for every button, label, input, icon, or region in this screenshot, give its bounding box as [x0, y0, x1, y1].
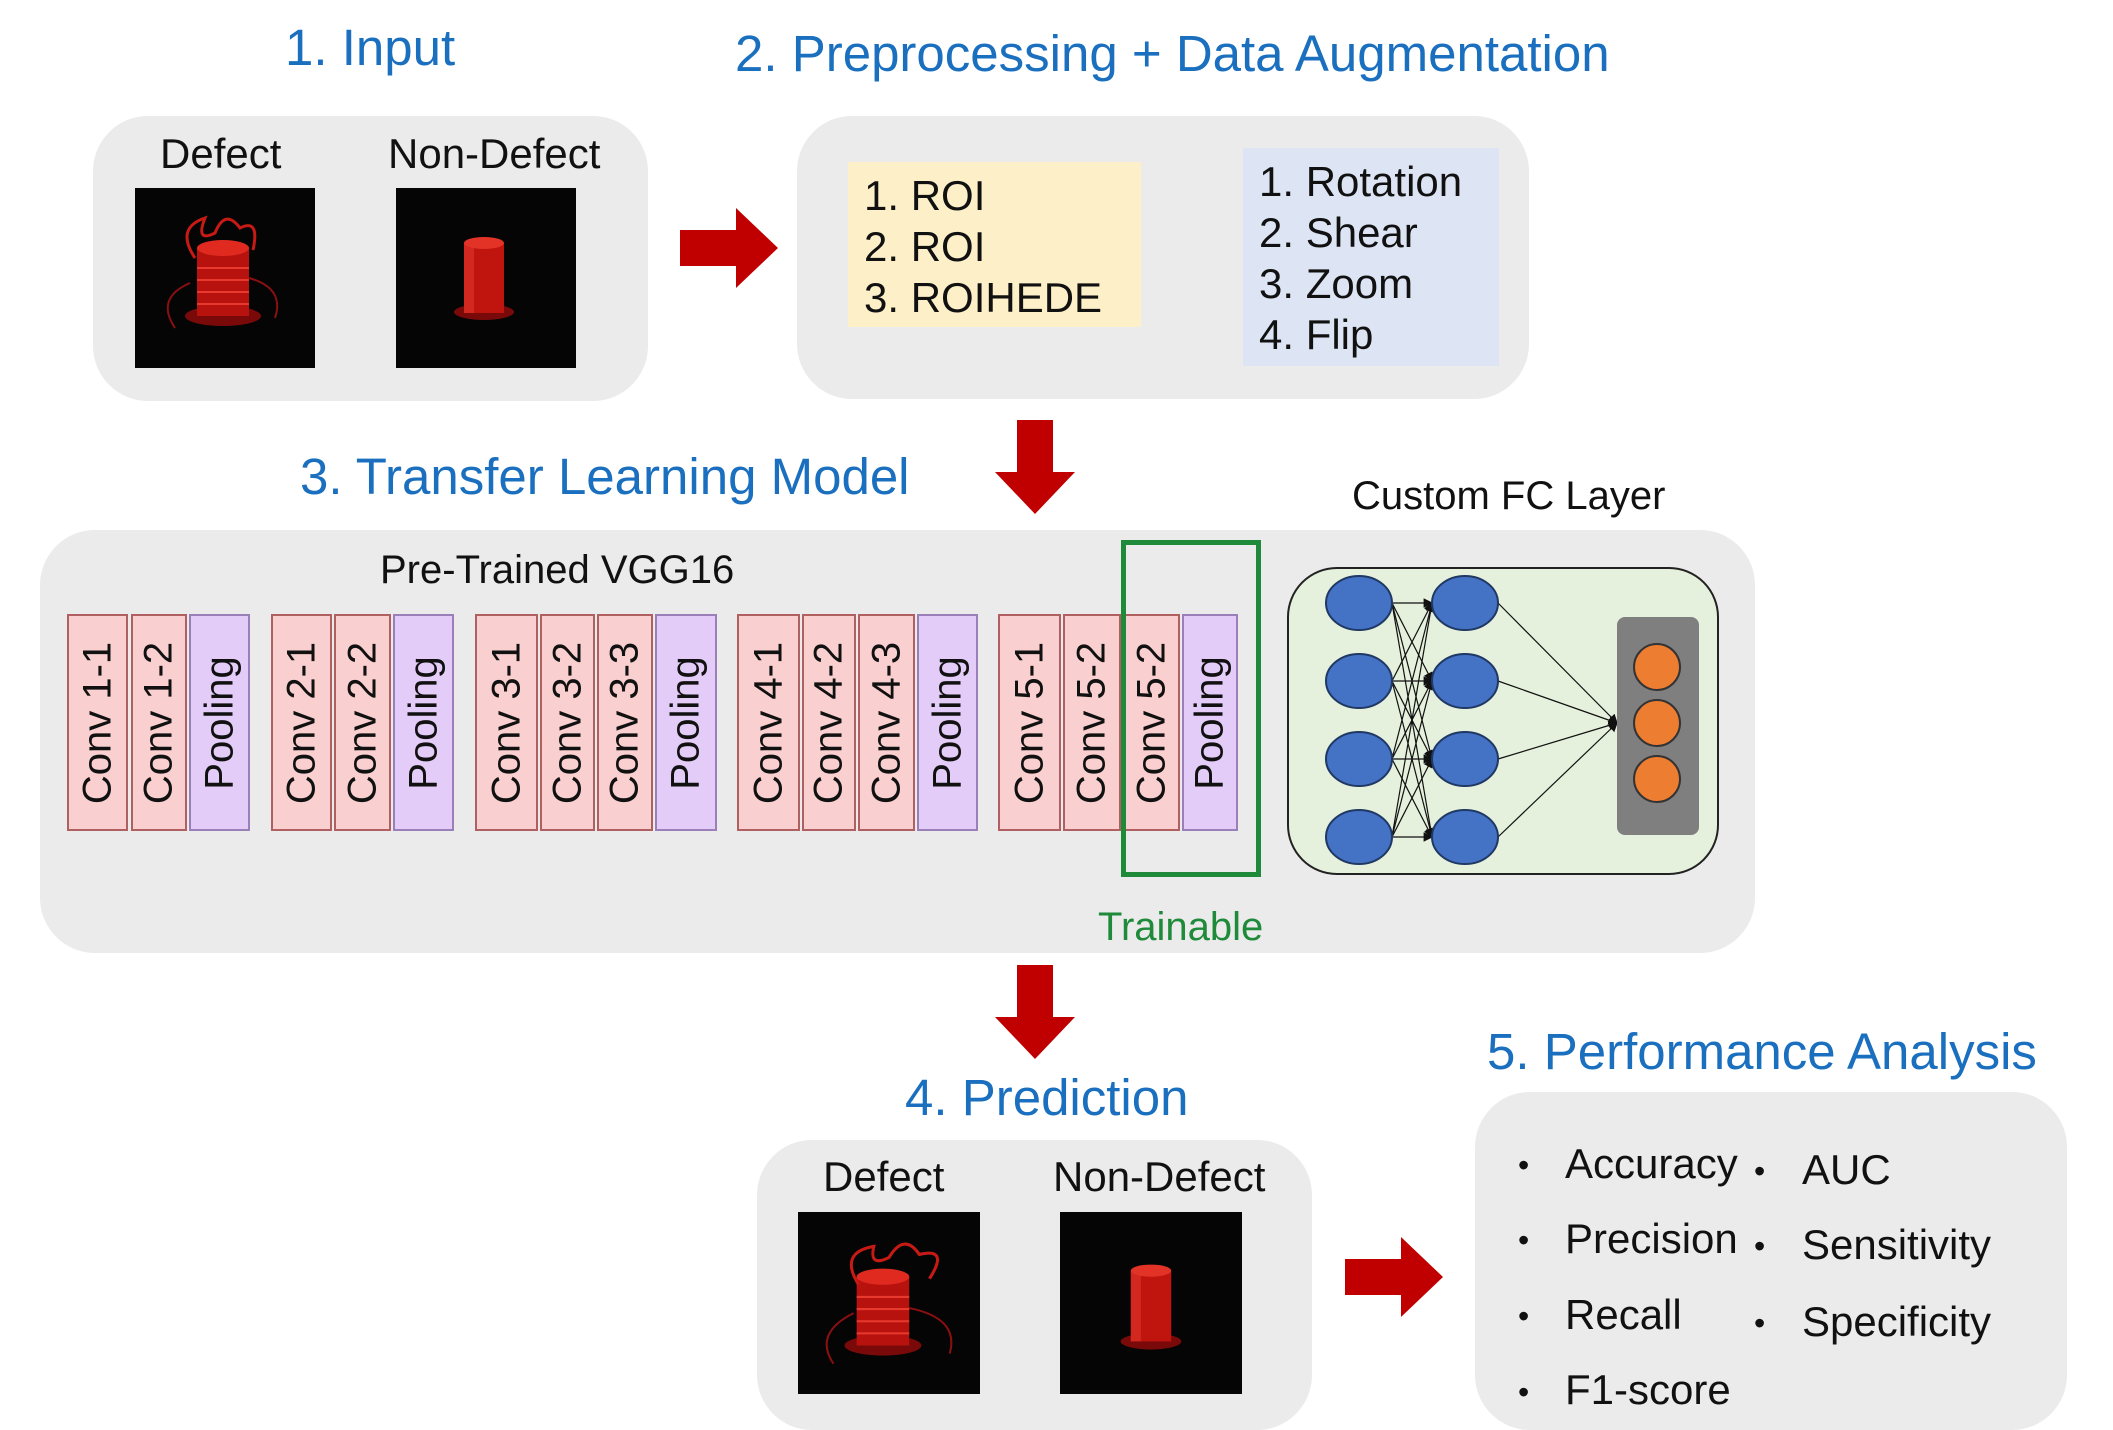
- hidden-node: [1431, 809, 1499, 865]
- conv-layer: Conv 3-2: [540, 614, 595, 831]
- arrow-down-icon: [995, 420, 1075, 514]
- conv-layer: Conv 1-2: [131, 614, 187, 831]
- prediction-title: 4. Prediction: [905, 1069, 1189, 1126]
- vgg-label: Pre-Trained VGG16: [380, 548, 735, 592]
- roi-item: 2. ROI: [864, 223, 986, 270]
- output-node: [1633, 643, 1681, 691]
- bullet-icon: •: [1518, 1374, 1530, 1410]
- prediction-defect-label: Defect: [823, 1153, 945, 1200]
- layer-label: Pooling: [401, 655, 445, 790]
- bullet-icon: •: [1518, 1222, 1530, 1258]
- hidden-node: [1325, 575, 1393, 631]
- metric-sensitivity: Sensitivity: [1802, 1221, 1992, 1268]
- performance-title: 5. Performance Analysis: [1487, 1023, 2037, 1080]
- layer-label: Conv 5-2: [1069, 641, 1114, 804]
- output-node: [1633, 699, 1681, 747]
- conv-layer: Conv 3-1: [475, 614, 538, 831]
- defect-part-illustration: [135, 188, 315, 368]
- metric-f1-score: F1-score: [1565, 1366, 1731, 1413]
- hidden-node: [1431, 575, 1499, 631]
- bullet-icon: •: [1518, 1147, 1530, 1183]
- pooling-layer: Pooling: [393, 614, 454, 831]
- defect-part-illustration: [798, 1212, 980, 1394]
- pooling-layer: Pooling: [189, 614, 250, 831]
- augmentation-item: 1. Rotation: [1259, 158, 1463, 205]
- hidden-node: [1325, 653, 1393, 709]
- layer-label: Conv 4-3: [864, 641, 908, 804]
- bullet-icon: •: [1754, 1228, 1766, 1264]
- layer-label: Conv 3-2: [545, 641, 589, 804]
- prediction-non-defect-image: [1060, 1212, 1242, 1394]
- conv-layer: Conv 5-1: [998, 614, 1061, 831]
- input-non-defect-image: [396, 188, 576, 368]
- hidden-node: [1325, 809, 1393, 865]
- arrow-right-icon: [680, 208, 778, 288]
- bullet-icon: •: [1754, 1153, 1766, 1189]
- layer-label: Conv 2-1: [279, 641, 323, 804]
- layer-label: Conv 5-1: [1007, 641, 1051, 804]
- conv-layer: Conv 2-1: [271, 614, 332, 831]
- trainable-region: [1121, 540, 1261, 877]
- conv-layer: Conv 5-2: [1063, 614, 1121, 831]
- metric-recall: Recall: [1565, 1291, 1682, 1338]
- arrow-right-icon: [1345, 1237, 1443, 1317]
- roi-box: 1. ROI 2. ROI 3. ROIHEDE: [848, 162, 1141, 327]
- bullet-icon: •: [1518, 1298, 1530, 1334]
- augmentation-item: 2. Shear: [1259, 209, 1418, 256]
- layer-label: Conv 3-3: [602, 641, 647, 804]
- augmentation-box: 1. Rotation 2. Shear 3. Zoom 4. Flip: [1243, 148, 1499, 366]
- input-title: 1. Input: [285, 19, 456, 76]
- preprocessing-title: 2. Preprocessing + Data Augmentation: [735, 25, 1610, 82]
- fc-network-diagram: [1325, 575, 1699, 865]
- model-title: 3. Transfer Learning Model: [300, 448, 910, 505]
- metric-accuracy: Accuracy: [1565, 1140, 1738, 1187]
- input-defect-image: [135, 188, 315, 368]
- arrow-down-icon: [995, 965, 1075, 1059]
- layer-label: Conv 1-1: [75, 641, 119, 804]
- conv-layer: Conv 2-2: [334, 614, 391, 831]
- hidden-node: [1431, 731, 1499, 787]
- augmentation-item: 3. Zoom: [1259, 260, 1414, 307]
- conv-layer: Conv 1-1: [67, 614, 128, 831]
- metric-precision: Precision: [1565, 1215, 1738, 1262]
- metric-specificity: Specificity: [1802, 1298, 1992, 1345]
- layer-label: Pooling: [663, 655, 708, 790]
- metric-auc: AUC: [1802, 1146, 1891, 1193]
- non-defect-part-illustration: [396, 188, 576, 368]
- roi-item: 3. ROIHEDE: [864, 274, 1103, 321]
- pooling-layer: Pooling: [1182, 614, 1238, 831]
- layer-label: Conv 4-1: [746, 641, 790, 804]
- performance-panel: [1475, 1092, 2067, 1430]
- layer-label: Conv 1-2: [136, 641, 181, 804]
- non-defect-part-illustration: [1060, 1212, 1242, 1394]
- roi-item: 1. ROI: [864, 172, 986, 219]
- conv-layer: Conv 5-2: [1123, 614, 1180, 831]
- fc-label: Custom FC Layer: [1352, 474, 1666, 518]
- layer-label: Conv 2-2: [340, 641, 384, 804]
- bullet-icon: •: [1754, 1305, 1766, 1341]
- layer-label: Pooling: [925, 655, 969, 790]
- conv-layer: Conv 3-3: [597, 614, 653, 831]
- conv-layer: Conv 4-1: [737, 614, 800, 831]
- input-non-defect-label: Non-Defect: [388, 130, 601, 177]
- prediction-non-defect-label: Non-Defect: [1053, 1153, 1266, 1200]
- output-node: [1633, 755, 1681, 803]
- pooling-layer: Pooling: [655, 614, 717, 831]
- conv-layer: Conv 4-3: [858, 614, 915, 831]
- hidden-node: [1325, 731, 1393, 787]
- pooling-layer: Pooling: [917, 614, 978, 831]
- hidden-node: [1431, 653, 1499, 709]
- layer-label: Conv 4-2: [806, 641, 851, 804]
- prediction-defect-image: [798, 1212, 980, 1394]
- trainable-label: Trainable: [1098, 905, 1264, 949]
- input-defect-label: Defect: [160, 130, 282, 177]
- augmentation-item: 4. Flip: [1259, 311, 1374, 358]
- conv-layer: Conv 4-2: [802, 614, 856, 831]
- layer-label: Pooling: [197, 655, 241, 790]
- layer-label: Conv 3-1: [484, 641, 528, 804]
